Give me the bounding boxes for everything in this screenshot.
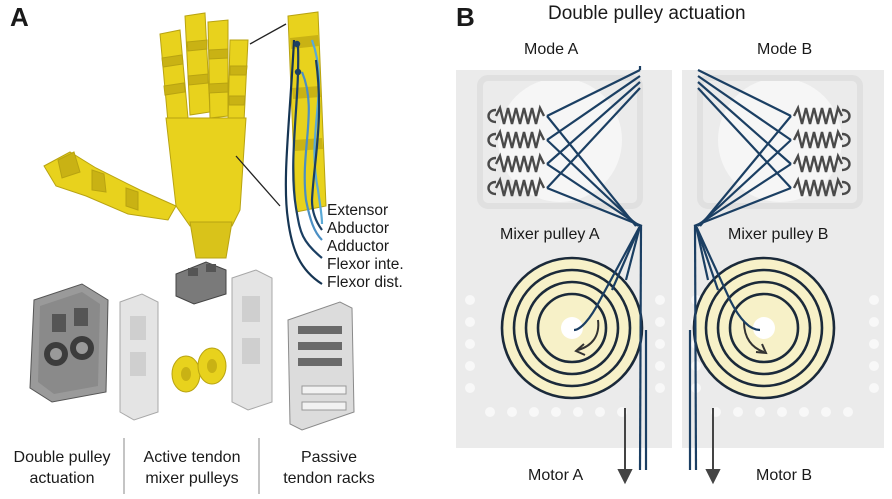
mechanism-plates [456,70,884,448]
rotation-arrow-b [743,321,768,355]
tendons-mode-b [688,69,792,471]
label-motor-b: Motor B [756,467,813,484]
tendons-mode-a [546,66,648,471]
double-pulley-plate [29,283,109,403]
tendon-label-flexor-inte: Flexor inte. [327,256,404,273]
motor-arrow-a [617,408,633,485]
springs-mode-a [487,104,546,197]
rotation-arrow-a [574,319,600,356]
panel-b-letter: B [456,2,475,32]
label-mode-a: Mode A [524,41,579,58]
springs-mode-b [792,104,851,197]
label-mode-b: Mode B [757,41,813,58]
tendon-label-adductor: Adductor [327,238,390,255]
label-mixer-pulley-b: Mixer pulley B [728,226,829,243]
tendon-label-extensor: Extensor [327,202,389,219]
motor-arrow-b [705,408,721,485]
robotic-hand-model [43,12,249,259]
panel-a-letter: A [10,2,29,32]
label-mixer-pulley-a: Mixer pulley A [500,226,600,243]
caption-double-pulley: Double pulley actuation [13,449,111,487]
tendon-label-flexor-dist: Flexor dist. [327,274,403,291]
tendon-rack [287,301,355,431]
caption-tendon-racks: Passive tendon racks [283,449,375,487]
tendon-label-abductor: Abductor [327,220,390,237]
mixer-pulley-b [692,256,836,400]
label-motor-a: Motor A [528,467,584,484]
mixer-pulley-frames [119,261,273,421]
tendon-lines [284,39,324,285]
mixer-pulley-a [500,256,644,400]
caption-mixer-pulleys: Active tendon mixer pulleys [143,449,241,487]
panel-b-title: Double pulley actuation [548,3,746,24]
